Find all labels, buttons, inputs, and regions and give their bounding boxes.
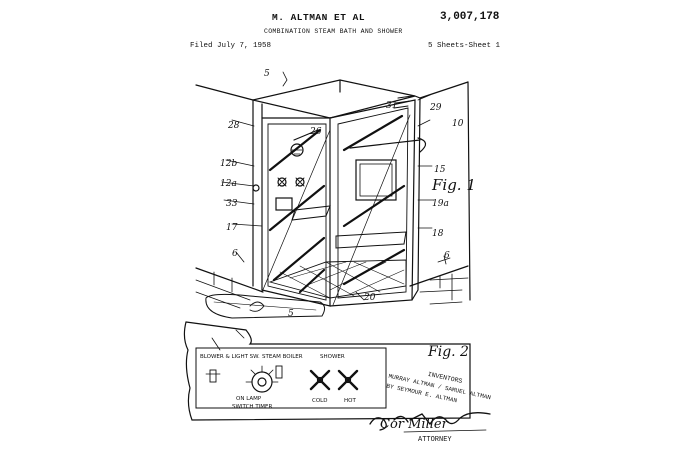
- ref-numeral: 31: [386, 101, 397, 111]
- ref-numeral: 6: [232, 249, 238, 259]
- ref-numeral: 12a: [220, 179, 237, 189]
- ref-numeral: 20: [363, 293, 376, 303]
- fig2-control-panel: [183, 321, 491, 433]
- fig2-label: Fig. 2: [427, 344, 469, 360]
- ref-numeral: 15: [434, 165, 446, 175]
- ref-numeral: 28: [227, 121, 240, 131]
- ref-numeral: 19a: [432, 199, 449, 209]
- ref-numeral: 33: [226, 199, 238, 209]
- ref-numeral: 18: [432, 229, 444, 239]
- fig1-label: Fig. 1: [431, 176, 476, 194]
- filed-date: Filed July 7, 1958: [190, 42, 272, 50]
- ref-numeral: 5: [264, 69, 270, 79]
- ref-numeral: 26: [309, 127, 322, 137]
- panel-lamp-sub: ON LAMP: [236, 396, 262, 402]
- attorney-label: ATTORNEY: [418, 436, 452, 444]
- panel-hot-label: HOT: [344, 398, 356, 404]
- fig1-cabinet: [195, 71, 471, 319]
- ref-numeral: 10: [452, 119, 464, 129]
- patent-number: 3,007,178: [440, 11, 500, 23]
- ref-numeral: 6: [444, 251, 450, 261]
- attorney-signature: Cor Miller: [380, 417, 449, 432]
- ref-numeral: 29: [429, 103, 442, 113]
- panel-timer-sub: SWITCH TIMER: [232, 404, 273, 410]
- ref-numeral: 17: [226, 223, 238, 233]
- sheet-count: 5 Sheets-Sheet 1: [428, 42, 501, 50]
- panel-timer-label: STEAM BOILER: [262, 354, 303, 360]
- inventors-header: M. ALTMAN ET AL: [272, 12, 366, 23]
- panel-lamp-label: BLOWER & LIGHT SW.: [200, 354, 260, 360]
- patent-title: COMBINATION STEAM BATH AND SHOWER: [264, 28, 403, 35]
- panel-cold-label: COLD: [312, 398, 327, 404]
- ref-numeral: 5: [288, 309, 294, 319]
- panel-shower-label: SHOWER: [320, 354, 345, 360]
- ref-numeral: 12b: [220, 159, 237, 169]
